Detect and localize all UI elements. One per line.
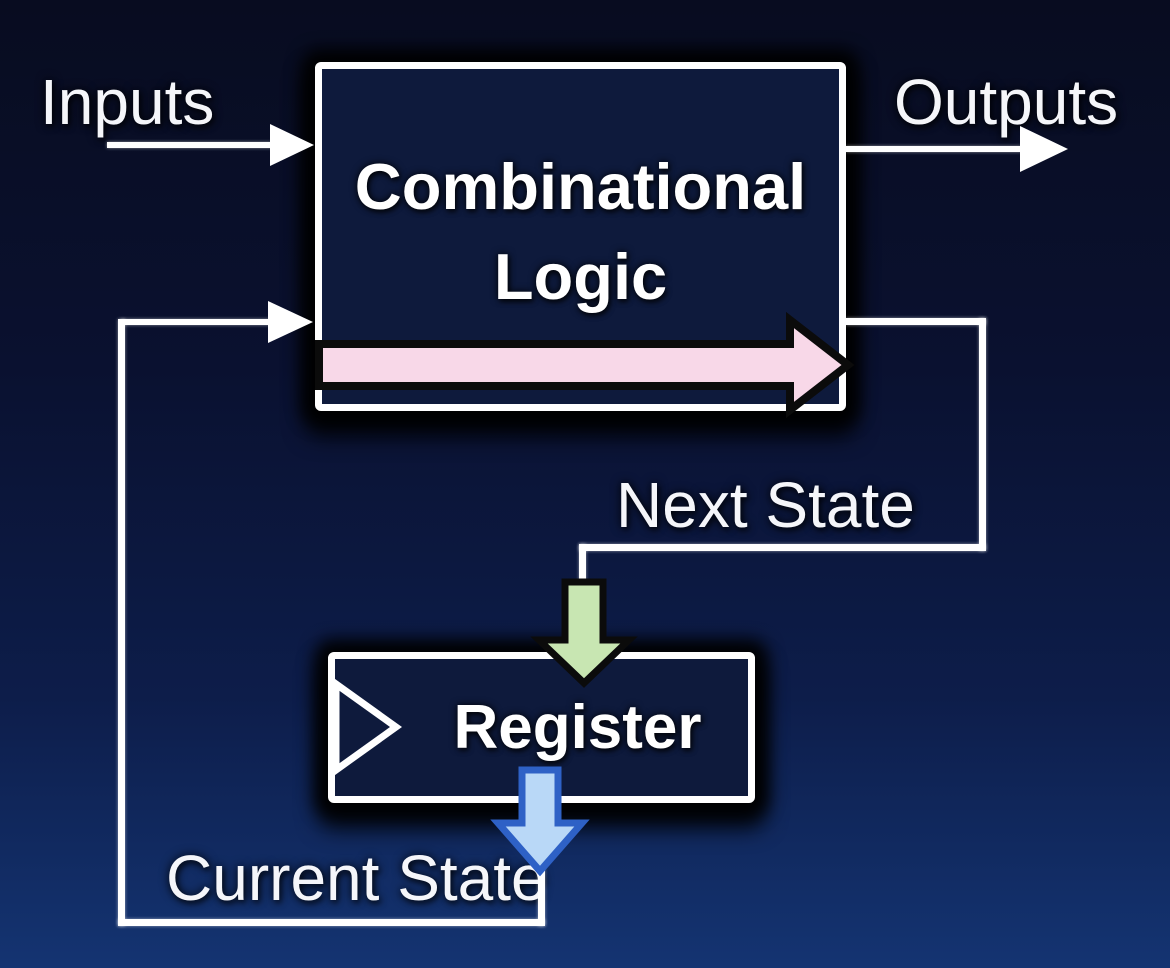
inputs-arrow-line [107,142,272,148]
inputs-arrowhead-icon [270,124,314,166]
feedback-input-line [121,319,270,325]
current-state-label: Current State [166,842,547,914]
clock-triangle-shape [332,677,403,777]
next-state-label: Next State [616,469,915,541]
green-down-arrow [530,578,638,688]
pink-right-arrow-shape [315,311,855,419]
combinational-logic-label-line2: Logic [493,240,668,313]
register-label: Register [453,692,702,762]
combinational-logic-label-line1: Combinational [354,150,807,223]
blue-down-arrow [490,766,590,877]
register-block: Register [328,652,755,803]
blue-down-arrow-shape [490,766,590,877]
outputs-arrow-line [846,146,1022,152]
next-state-line-down-vertical [579,544,586,590]
next-state-line-right-vertical [979,318,986,551]
pink-right-arrow [315,311,855,419]
green-down-arrow-shape [530,578,638,688]
feedback-bottom-line [118,919,545,926]
feedback-arrowhead-icon [268,301,313,343]
inputs-label: Inputs [40,66,215,138]
clock-triangle-icon [332,677,403,777]
next-state-line-horizontal [579,544,986,551]
feedback-stub-line [538,869,545,926]
next-state-line-top [846,318,986,325]
feedback-left-vertical-line [118,319,125,926]
outputs-arrowhead-icon [1020,126,1068,172]
outputs-label: Outputs [894,66,1119,138]
